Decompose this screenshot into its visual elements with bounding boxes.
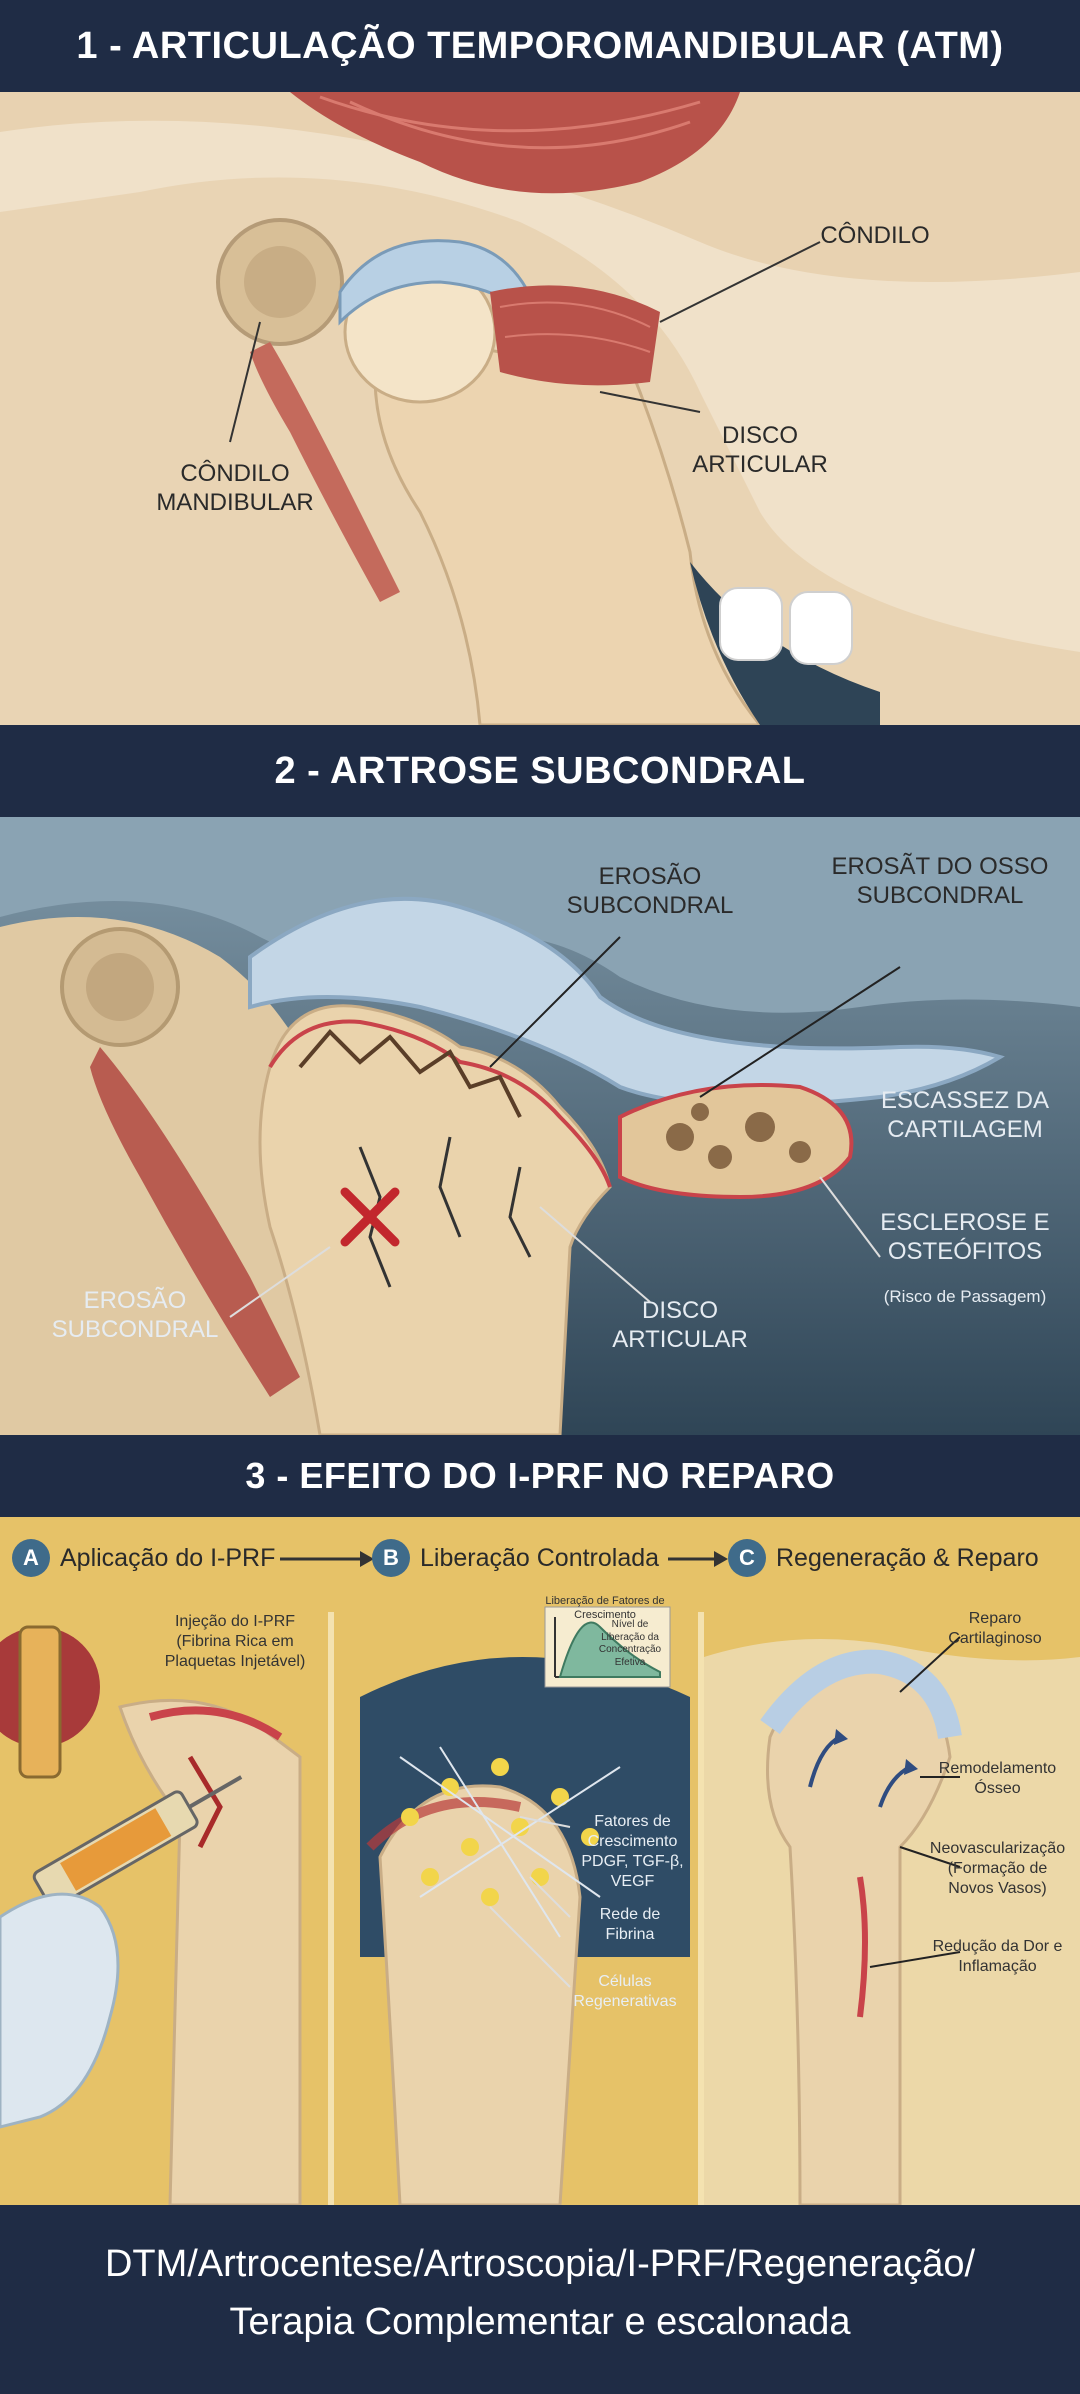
step-c: C Regeneração & Reparo [728,1539,1039,1577]
step-a: A Aplicação do I-PRF [12,1539,275,1577]
note-grafico-eixo: Nível de Liberação da Concentração Efeti… [598,1619,662,1668]
label-esclerose: ESCLEROSE E OSTEÓFITOS [880,1209,1050,1265]
note-neovasc: Neovascularização (Formação de Novos Vas… [929,1840,1066,1897]
step-a-label: Aplicação do I-PRF [60,1543,276,1572]
label-esclerose-sub: (Risco de Passagem) [883,1287,1047,1306]
section-2-title: 2 - ARTROSE SUBCONDRAL [0,725,1080,817]
label-erosao-top: EROSÃO SUBCONDRAL [566,863,734,919]
label-erosao-osso: EROSÃT DO OSSO SUBCONDRAL [831,853,1049,909]
note-rede: Rede de Fibrina [599,1906,661,1943]
note-remodelamento: Remodelamento Ósseo [938,1760,1057,1797]
tmj-anatomy-drawing [0,92,1080,725]
label-condilo: CÔNDILO [820,222,930,249]
section-3-illustration: A Aplicação do I-PRF B Liberação Control… [0,1517,1080,2205]
step-b-label: Liberação Controlada [420,1543,660,1572]
note-celulas: Células Regenerativas [573,1973,677,2010]
note-fatores: Fatores de Crescimento PDGF, TGF-β, VEGF [581,1813,684,1890]
label-erosao-left: EROSÃO SUBCONDRAL [51,1287,219,1343]
note-injecao: Injeção do I-PRF (Fibrina Rica em Plaque… [164,1613,306,1670]
note-reducao: Redução da Dor e Inflamação [932,1938,1063,1975]
label-disco-articular: DISCO ARTICULAR [692,422,828,478]
label-disco: DISCO ARTICULAR [612,1297,748,1353]
footer-line-1: DTM/Artrocentese/Artroscopia/I-PRF/Regen… [104,2243,976,2285]
note-grafico-titulo: Liberação de Fatores de Crescimento [545,1595,665,1621]
section-1-illustration: CÔNDILO CÔNDILO MANDIBULAR DISCO ARTICUL… [0,92,1080,725]
note-reparo-cart: Reparo Cartilaginoso [948,1610,1042,1647]
iprf-steps-drawing [0,1517,1080,2205]
step-c-badge: C [728,1539,766,1577]
footer: DTM/Artrocentese/Artroscopia/I-PRF/Regen… [0,2205,1080,2394]
section-1-title: 1 - ARTICULAÇÃO TEMPOROMANDIBULAR (ATM) [0,0,1080,92]
step-b-badge: B [372,1539,410,1577]
footer-line-2: Terapia Complementar e escalonada [229,2301,851,2343]
label-condilo-mandibular: CÔNDILO MANDIBULAR [156,460,314,516]
label-escassez: ESCASSEZ DA CARTILAGEM [880,1087,1050,1143]
arthrosis-drawing [0,817,1080,1435]
step-c-label: Regeneração & Reparo [776,1543,1039,1572]
step-a-badge: A [12,1539,50,1577]
section-2-illustration: EROSÃO SUBCONDRAL EROSÃT DO OSSO SUBCOND… [0,817,1080,1435]
section-3-title: 3 - EFEITO DO I-PRF NO REPARO [0,1435,1080,1517]
step-b: B Liberação Controlada [372,1539,659,1577]
